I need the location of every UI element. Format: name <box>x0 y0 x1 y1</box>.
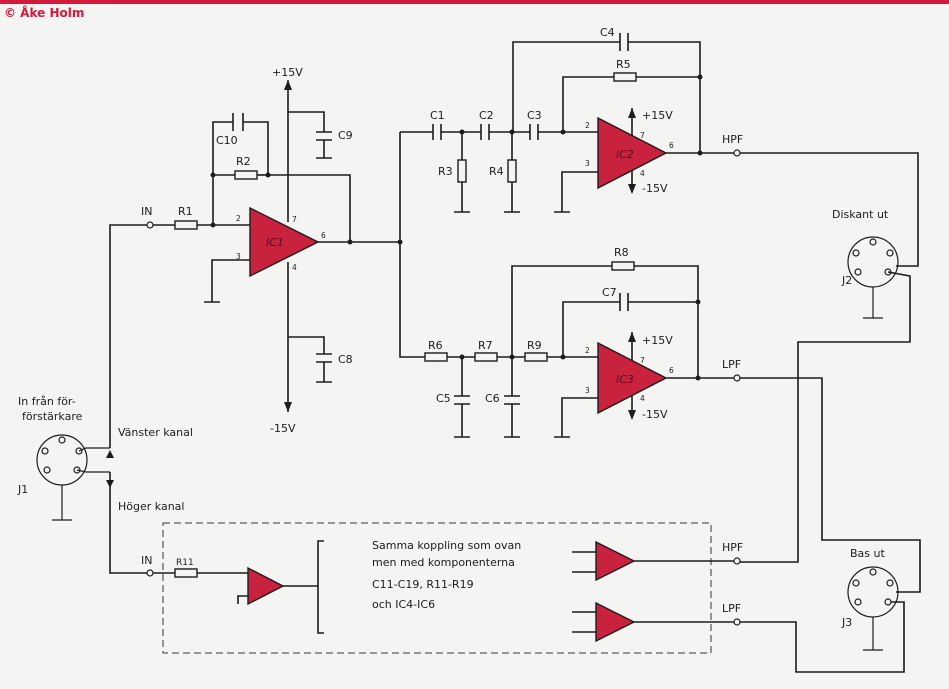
resistor-r2 <box>234 170 258 180</box>
input-terminal-top <box>146 221 154 229</box>
left-channel-label: Vänster kanal <box>118 426 193 439</box>
resistor-r6 <box>424 352 448 362</box>
r9-label: R9 <box>527 339 542 352</box>
right-channel-label: Höger kanal <box>118 500 184 513</box>
ic1-pin3: 3 <box>236 252 241 261</box>
opamp-ic4 <box>247 566 285 606</box>
lpf-terminal-bottom <box>733 618 741 626</box>
in-label-top: IN <box>141 205 152 218</box>
c4-label: C4 <box>600 26 615 39</box>
copyright-text: © Åke Holm <box>4 5 84 20</box>
treble-out-label: Diskant ut <box>832 208 889 221</box>
r11-label: R11 <box>176 558 194 568</box>
in-label-bottom: IN <box>141 554 152 567</box>
opamp-ic6 <box>595 601 636 643</box>
c1-label: C1 <box>430 109 445 122</box>
resistor-r7 <box>474 352 498 362</box>
lpf-label-top: LPF <box>722 358 741 371</box>
input-terminal-bottom <box>146 569 154 577</box>
top-accent-bar <box>0 0 949 4</box>
source-label-2: förstärkare <box>22 410 83 423</box>
c6-label: C6 <box>485 392 500 405</box>
c10-label: C10 <box>216 134 238 147</box>
ic3-pin2: 2 <box>585 346 590 355</box>
resistor-r1 <box>174 220 198 230</box>
ic3-pin4: 4 <box>640 394 645 403</box>
hpf-terminal-top <box>733 149 741 157</box>
r1-label: R1 <box>178 205 193 218</box>
note-line-4: och IC4-IC6 <box>372 598 435 611</box>
ic1-pin7: 7 <box>292 215 297 224</box>
c2-label: C2 <box>479 109 494 122</box>
ic2-pin2: 2 <box>585 121 590 130</box>
ic1-pin6: 6 <box>321 231 326 240</box>
ic3-pin7: 7 <box>640 356 645 365</box>
lpf-terminal-top <box>733 374 741 382</box>
duplicate-channel-box <box>162 522 712 654</box>
ic3-supply-neg: -15V <box>642 408 668 421</box>
opamp-ic5 <box>595 540 636 582</box>
bass-out-label: Bas ut <box>850 547 885 560</box>
c3-label: C3 <box>527 109 542 122</box>
ic2-pin3: 3 <box>585 159 590 168</box>
r7-label: R7 <box>478 339 493 352</box>
ic3-supply-pos: +15V <box>642 334 673 347</box>
r4-label: R4 <box>489 165 504 178</box>
jack-j3-label: J3 <box>841 616 852 629</box>
c9-label: C9 <box>338 129 353 142</box>
lpf-label-bottom: LPF <box>722 602 741 615</box>
jack-j1 <box>36 434 110 521</box>
supply-neg-label: -15V <box>270 422 296 435</box>
ic3-pin6: 6 <box>669 366 674 375</box>
resistor-r5 <box>613 72 637 82</box>
resistor-r9 <box>524 352 548 362</box>
c7-label: C7 <box>602 286 617 299</box>
ic2-supply-neg: -15V <box>642 182 668 195</box>
jack-j2 <box>847 236 899 319</box>
note-line-2: men med komponenterna <box>372 556 515 569</box>
jack-j1-label: J1 <box>17 483 28 496</box>
r3-label: R3 <box>438 165 453 178</box>
resistor-r4 <box>507 159 517 183</box>
r2-label: R2 <box>236 155 251 168</box>
ic3-label: IC3 <box>616 373 634 386</box>
ic1-label: IC1 <box>266 236 284 249</box>
ic3-pin3: 3 <box>585 386 590 395</box>
resistor-r11 <box>174 568 198 578</box>
ic2-pin7: 7 <box>640 131 645 140</box>
jack-j2-label: J2 <box>841 274 852 287</box>
supply-pos-label: +15V <box>272 66 303 79</box>
hpf-label-bottom: HPF <box>722 541 743 554</box>
r5-label: R5 <box>616 58 631 71</box>
r8-label: R8 <box>614 246 629 259</box>
resistor-r3 <box>457 159 467 183</box>
c8-label: C8 <box>338 353 353 366</box>
hpf-label-top: HPF <box>722 133 743 146</box>
jack-j3 <box>847 566 899 651</box>
ic2-label: IC2 <box>616 148 634 161</box>
resistor-r8 <box>611 261 635 271</box>
opamp-ic1 <box>249 206 320 278</box>
source-label-1: In från för- <box>18 395 76 408</box>
ic2-pin6: 6 <box>669 141 674 150</box>
r6-label: R6 <box>428 339 443 352</box>
c5-label: C5 <box>436 392 451 405</box>
ic2-supply-pos: +15V <box>642 109 673 122</box>
note-line-1: Samma koppling som ovan <box>372 539 521 552</box>
ic2-pin4: 4 <box>640 169 645 178</box>
ic1-pin2: 2 <box>236 214 241 223</box>
ic1-pin4: 4 <box>292 263 297 272</box>
note-line-3: C11-C19, R11-R19 <box>372 578 474 591</box>
hpf-terminal-bottom <box>733 557 741 565</box>
